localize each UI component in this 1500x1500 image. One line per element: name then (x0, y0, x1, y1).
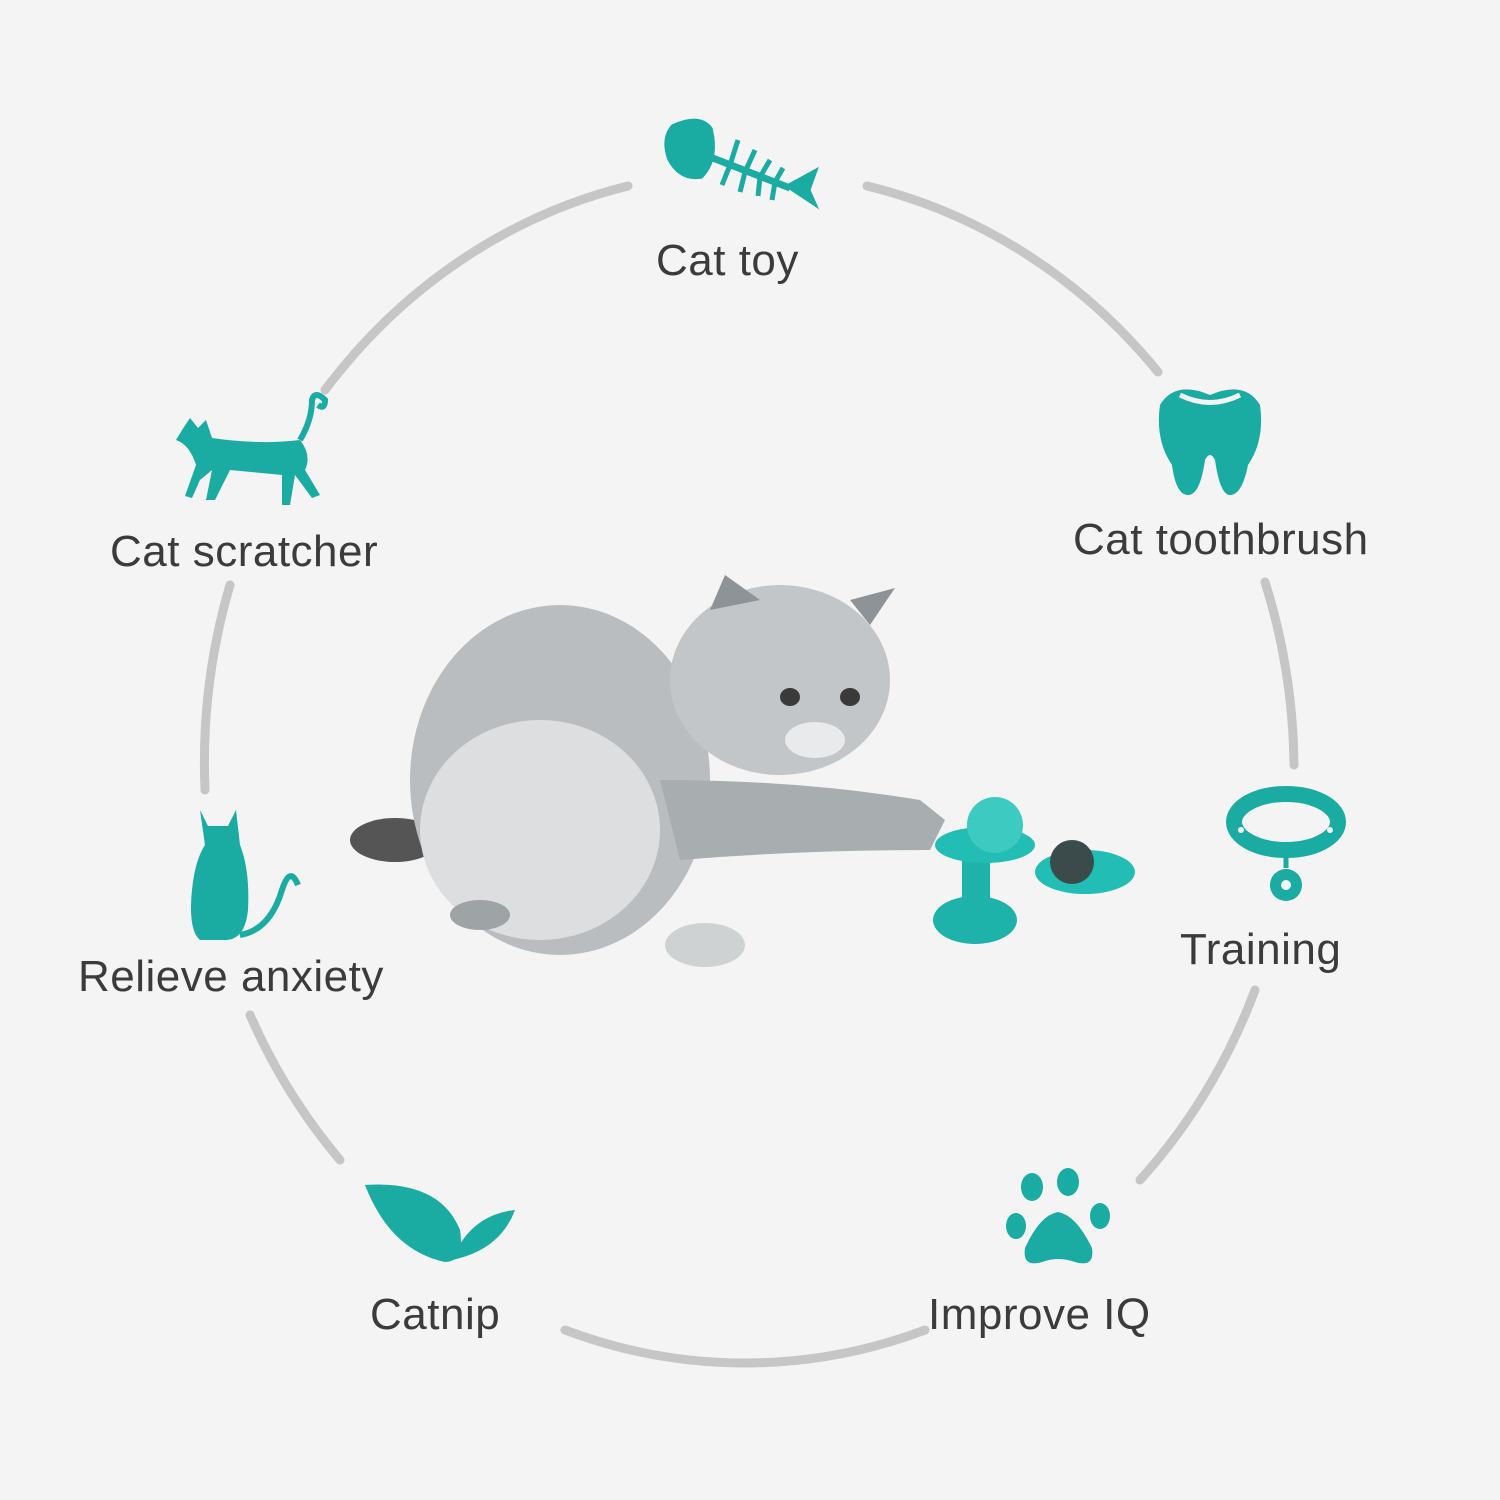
ring-arc (199, 580, 235, 795)
tooth-highlight (1178, 392, 1242, 405)
fish-bone-icon (664, 118, 820, 210)
feature-label-cat-toy: Cat toy (656, 236, 799, 285)
collar-icon (1226, 786, 1346, 901)
leaf-icon (365, 1184, 515, 1262)
feature-label-catnip: Catnip (370, 1290, 501, 1339)
sitting-cat-icon (191, 810, 301, 940)
ring-arc (1135, 985, 1260, 1185)
ring-arc (245, 1010, 345, 1165)
walking-cat-icon (176, 392, 329, 505)
ring-arc (1260, 577, 1299, 770)
ring-arcs (199, 181, 1299, 1368)
feature-label-training: Training (1180, 925, 1342, 974)
ring-arc (560, 1325, 930, 1368)
feature-label-cat-scratcher: Cat scratcher (110, 527, 379, 576)
ring-arc (320, 181, 633, 395)
tooth-icon (1158, 389, 1262, 495)
ring-arc (862, 181, 1163, 377)
feature-label-improve-iq: Improve IQ (928, 1290, 1151, 1339)
cat-with-toy-photo (350, 575, 1135, 967)
feature-label-relieve-anxiety: Relieve anxiety (78, 952, 384, 1001)
paw-icon (1006, 1168, 1110, 1264)
feature-label-cat-toothbrush: Cat toothbrush (1073, 515, 1369, 564)
